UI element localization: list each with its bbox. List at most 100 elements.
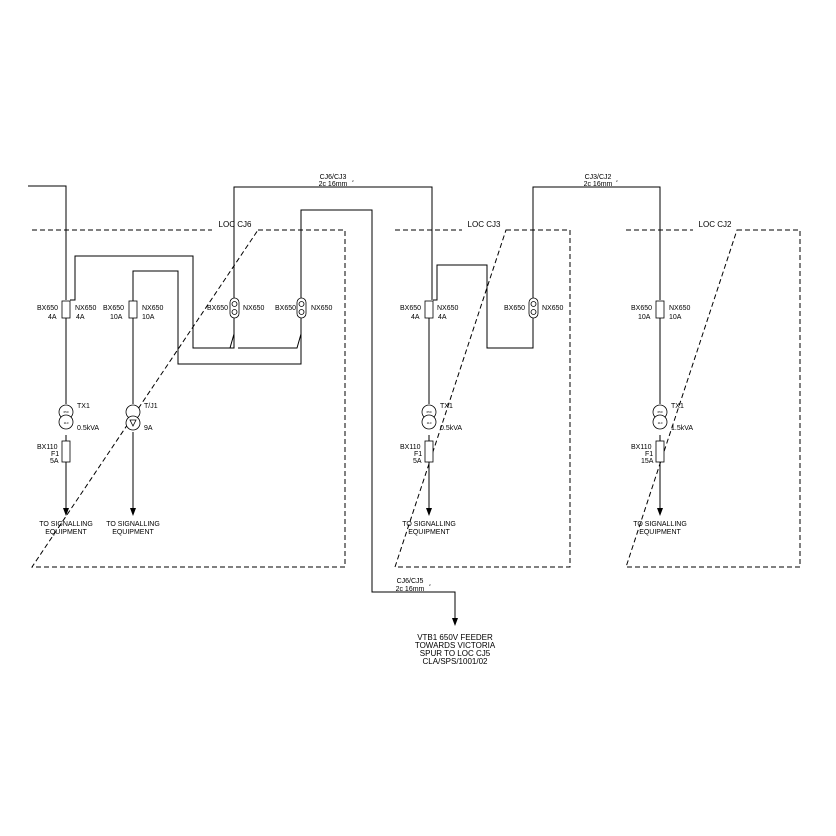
feeder-line4: CLA/SPS/1001/02 <box>423 657 488 666</box>
cable-spec: 2c 16mm <box>584 181 613 188</box>
cj2-bx110-fuse: BX110 F1 15A <box>631 440 665 465</box>
tx-secondary: 110 <box>427 421 432 425</box>
fuse-label-left: BX650 <box>103 305 124 312</box>
cable-name: CJ6/CJ3 <box>320 174 347 181</box>
fuse-symbol <box>61 300 71 319</box>
cj6-tx1-transformer: 650 110 TX1 0.5kVA <box>58 403 99 432</box>
cj6-link-2: NX650 BX650 NX650 <box>238 209 456 620</box>
output-label-line1: TO SIGNALLING <box>402 521 456 528</box>
cj3-link: BX650 NX650 <box>504 186 661 319</box>
fuse-rating-right: 4A <box>76 314 85 321</box>
fuse-label-left: BX650 <box>37 305 58 312</box>
fuse-rating: 5A <box>50 458 59 465</box>
output-label-line1: TO SIGNALLING <box>633 521 687 528</box>
fuse-name: BX110 <box>37 444 58 451</box>
tx-rating: 0.5kVA <box>440 425 462 432</box>
fuse-symbol <box>128 300 138 319</box>
tx-primary: 650 <box>426 410 431 414</box>
cj6-fuse-2: BX650 10A NX650 10A <box>103 270 302 365</box>
output-label-line1: TO SIGNALLING <box>106 521 160 528</box>
output-label-line2: EQUIPMENT <box>408 529 450 536</box>
loc-cj3-label: LOC CJ3 <box>468 220 501 229</box>
fuse-rating-right: 10A <box>669 314 682 321</box>
fuse-symbol <box>424 300 434 319</box>
cable-squared: 2 <box>616 179 618 183</box>
fuse-label-left: BX650 <box>631 305 652 312</box>
fuse-name: BX110 <box>631 444 652 451</box>
loc-cj6-label: LOC CJ6 <box>219 220 252 229</box>
fuse-name: BX110 <box>400 444 421 451</box>
feeder-line2: TOWARDS VICTORIA <box>415 641 496 650</box>
cj2-output: TO SIGNALLING EQUIPMENT <box>633 521 687 536</box>
cj6-output-1: TO SIGNALLING EQUIPMENT <box>39 521 93 536</box>
tx-name: TX1 <box>440 403 453 410</box>
cj2-fuse-1: BX650 10A NX650 10A <box>631 300 691 321</box>
tx-name: T/J1 <box>144 403 158 410</box>
cable-cj3-cj2: CJ3/CJ2 2c 16mm 2 <box>584 174 618 188</box>
fuse-rating-left: 4A <box>411 314 420 321</box>
cj6-output-2: TO SIGNALLING EQUIPMENT <box>106 521 160 536</box>
fuse-rating-left: 10A <box>110 314 123 321</box>
fuse-rating-left: 4A <box>48 314 57 321</box>
fuse-label-right: NX650 <box>142 305 164 312</box>
loc-cj2-label: LOC CJ2 <box>699 220 732 229</box>
link-label-right: NX650 <box>311 305 333 312</box>
fuse-label-left: BX650 <box>400 305 421 312</box>
output-label-line1: TO SIGNALLING <box>39 521 93 528</box>
output-label-line2: EQUIPMENT <box>45 529 87 536</box>
link-label-left: NX650 <box>243 305 265 312</box>
feeder-line1: VTB1 650V FEEDER <box>417 633 493 642</box>
loc-cj6-box: LOC CJ6 <box>31 220 346 568</box>
link-label-left: BX650 <box>504 305 525 312</box>
output-arrows <box>63 508 663 626</box>
fuse-symbol <box>61 440 71 463</box>
tx-secondary: 110 <box>64 421 69 425</box>
link-symbol <box>528 297 539 319</box>
feeder-line3: SPUR TO LOC CJ5 <box>420 649 491 658</box>
cj2-tx1-transformer: 650 110 TX1 1.5kVA <box>652 403 693 432</box>
link-symbol <box>229 297 240 319</box>
tx-name: TX1 <box>671 403 684 410</box>
tx-primary: 650 <box>657 410 662 414</box>
cj3-bx110-fuse: BX110 F1 5A <box>400 440 434 465</box>
loc-cj3-box: LOC CJ3 <box>394 220 571 568</box>
fuse-rating-right: 10A <box>142 314 155 321</box>
fuse-symbol <box>655 300 665 319</box>
loc-cj2-box: LOC CJ2 <box>625 220 801 568</box>
link-label-right: NX650 <box>542 305 564 312</box>
cable-squared: 2 <box>429 583 431 587</box>
cj3-tx1-transformer: 650 110 TX1 0.5kVA <box>421 403 462 432</box>
tx-name: TX1 <box>77 403 90 410</box>
link-symbol <box>296 297 307 319</box>
link-label-mid: BX650 <box>275 305 296 312</box>
cable-cj6-cj5: CJ6/CJ5 2c 16mm 2 <box>396 578 431 593</box>
fuse-id: F1 <box>414 451 422 458</box>
cj6-link-1: BX650 <box>207 186 433 349</box>
fuse-id: F1 <box>51 451 59 458</box>
cj3-output: TO SIGNALLING EQUIPMENT <box>402 521 456 536</box>
tx-primary: 650 <box>63 410 68 414</box>
tx-secondary: 110 <box>658 421 663 425</box>
tx-rating: 9A <box>144 425 153 432</box>
cable-name: CJ6/CJ5 <box>397 578 424 585</box>
output-label-line2: EQUIPMENT <box>639 529 681 536</box>
fuse-label-right: NX650 <box>669 305 691 312</box>
cj6-tj1-transformer: T/J1 9A <box>125 403 158 432</box>
cable-cj6-cj3: CJ6/CJ3 2c 16mm 2 <box>319 174 354 188</box>
cable-spec: 2c 16mm <box>319 181 348 188</box>
fuse-symbol <box>424 440 434 463</box>
fuse-label-right: NX650 <box>75 305 97 312</box>
fuse-rating-right: 4A <box>438 314 447 321</box>
cable-spec: 2c 16mm <box>396 586 425 593</box>
feeder-label: VTB1 650V FEEDER TOWARDS VICTORIA SPUR T… <box>415 633 496 666</box>
cj6-fuse-1: BX650 4A NX650 4A <box>37 255 235 349</box>
fuse-symbol <box>655 440 665 463</box>
incoming-feeder <box>28 185 67 300</box>
fuse-id: F1 <box>645 451 653 458</box>
tx-rating: 1.5kVA <box>671 425 693 432</box>
cable-name: CJ3/CJ2 <box>585 174 612 181</box>
fuse-rating: 15A <box>641 458 654 465</box>
link-label: BX650 <box>207 305 228 312</box>
